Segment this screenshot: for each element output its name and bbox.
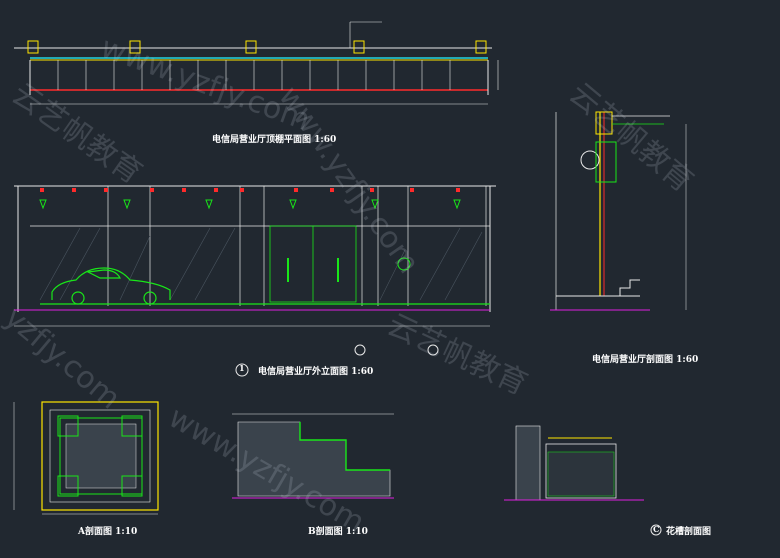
detail-b bbox=[232, 413, 394, 499]
shop-section bbox=[550, 111, 687, 311]
detail-c-marker-letter: C bbox=[653, 524, 660, 534]
elevation-marker-number: 1 bbox=[239, 363, 245, 373]
front-elevation bbox=[14, 185, 496, 377]
title-front-elevation: 电信局营业厅外立面图 1:60 bbox=[258, 367, 374, 377]
detail-a bbox=[13, 401, 159, 515]
title-detail-a: A剖面图 1:10 bbox=[78, 527, 138, 537]
title-detail-b: B剖面图 1:10 bbox=[308, 527, 368, 537]
title-ceiling-plan: 电信局营业厅顶棚平面图 1:60 bbox=[212, 135, 337, 145]
title-detail-c: 花槽剖面图 bbox=[666, 527, 712, 537]
title-section: 电信局营业厅剖面图 1:60 bbox=[592, 355, 699, 365]
detail-c bbox=[504, 425, 662, 536]
ceiling-plan bbox=[14, 21, 499, 105]
